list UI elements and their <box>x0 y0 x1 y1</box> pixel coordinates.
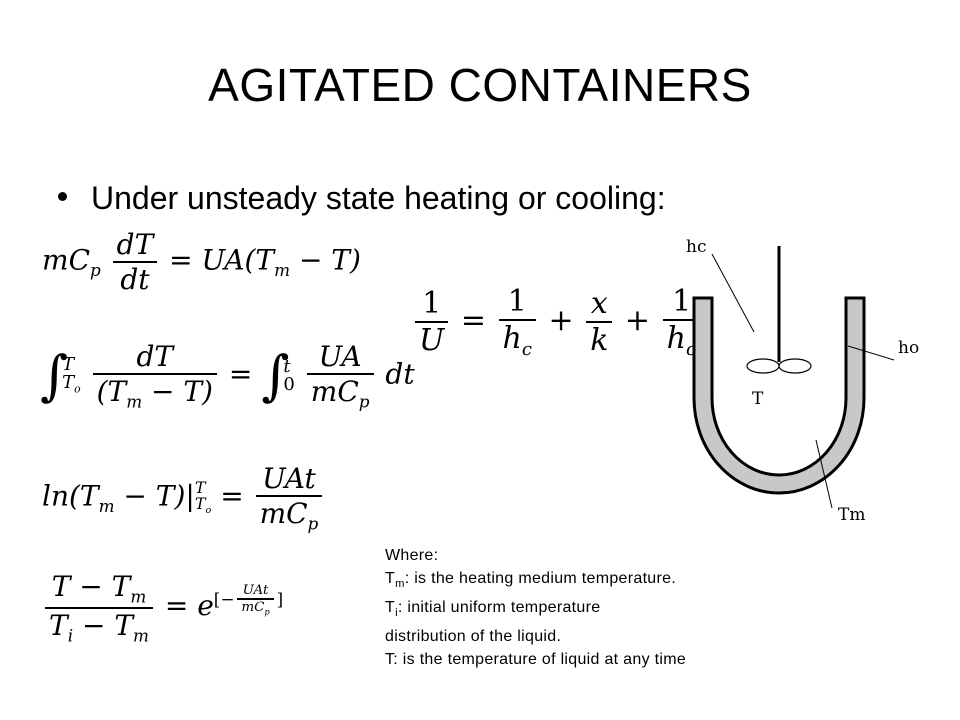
agitated-vessel-diagram: hc ho T Tm <box>686 237 919 525</box>
where-t-line: T: is the temperature of liquid at any t… <box>385 651 687 669</box>
bullet-item: Under unsteady state heating or cooling: <box>58 180 666 217</box>
hc-label: hc <box>686 237 706 257</box>
impeller-blade-left <box>746 358 780 374</box>
bullet-dot-icon <box>58 192 67 202</box>
legend-where: Where: Tm: is the heating medium tempera… <box>385 544 686 671</box>
tm-leader-line <box>815 439 833 509</box>
where-tm-line: Tm: is the heating medium temperature. <box>385 570 677 591</box>
tm-label: Tm <box>838 505 865 525</box>
ho-label: ho <box>898 338 919 358</box>
hc-leader-line <box>711 253 755 333</box>
where-ti-line: Ti: initial uniform temperature <box>385 599 601 620</box>
bullet-text: Under unsteady state heating or cooling: <box>91 180 666 216</box>
jacket-wall <box>692 296 866 495</box>
page-title: AGITATED CONTAINERS <box>208 59 752 111</box>
impeller-blade-right <box>778 358 812 374</box>
t-label: T <box>752 389 764 409</box>
where-heading: Where: <box>385 547 439 564</box>
ho-leader-line <box>847 345 895 361</box>
where-ti-line-2: distribution of the liquid. <box>385 628 562 646</box>
